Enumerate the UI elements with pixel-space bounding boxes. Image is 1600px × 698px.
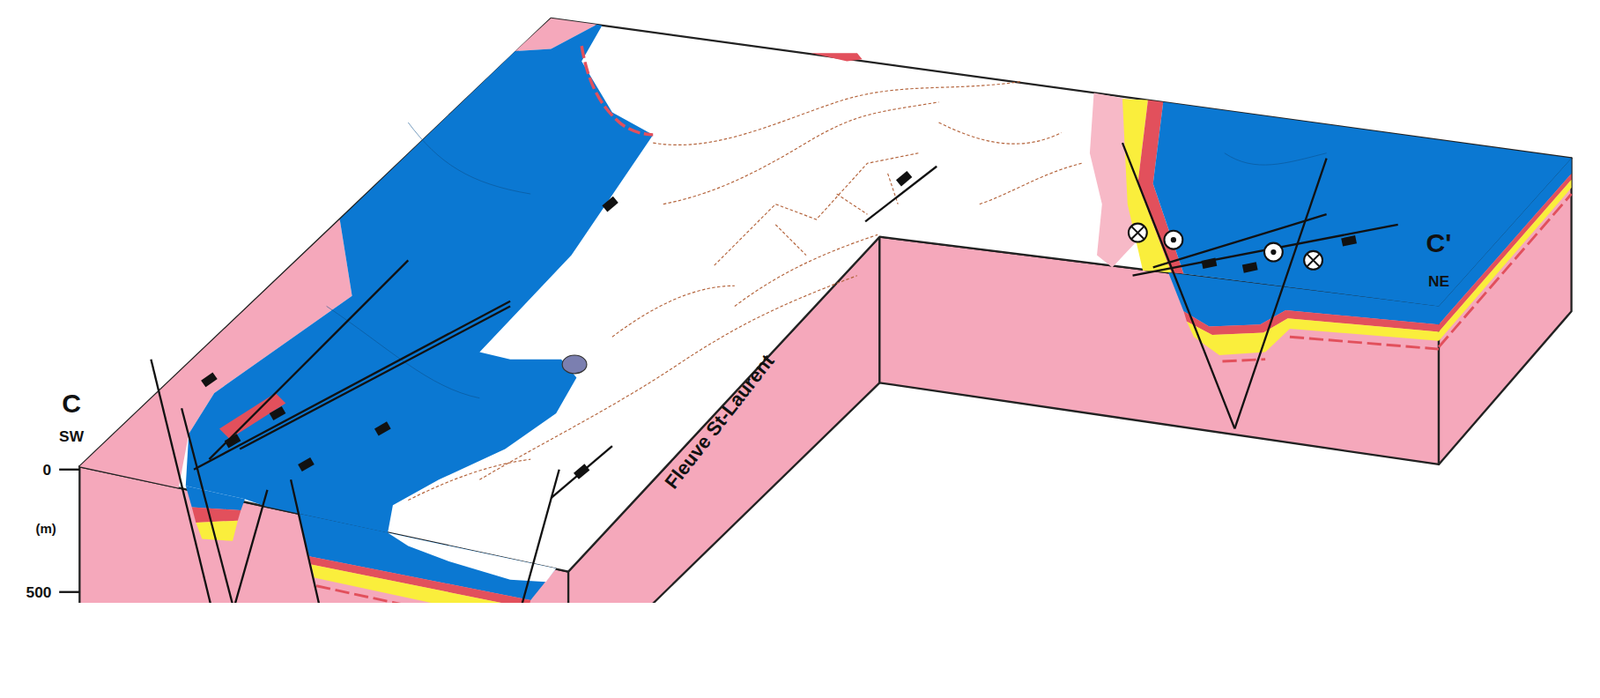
fault-markers [269,406,287,421]
faults [1122,142,1235,429]
faults [1234,158,1326,430]
motion-symbols [1128,223,1323,270]
motion-symbols [1264,243,1283,262]
roads [663,102,940,205]
motion-symbols [1307,253,1320,267]
red-dashed-contact [316,585,516,603]
motion-symbols [1128,223,1148,243]
contour-lines [407,122,531,194]
faults [193,301,511,470]
roads [407,81,1082,501]
depth-unit: (m) [35,521,56,535]
fault-markers [200,170,1357,480]
fault-markers [573,463,590,480]
fault-markers [1340,235,1357,246]
top-surface [79,18,1571,572]
fault-markers [224,433,242,448]
depth-value: 0 [42,461,52,477]
fault-markers [374,421,392,436]
depth-ticks [59,469,80,593]
yellow-layer [1186,318,1439,356]
roads [775,173,898,256]
label-layer: C SW 0 (m) 500 Fleuve St-Laurent C' NE [0,0,1600,603]
motion-symbols [1171,237,1176,242]
faults [1153,214,1327,267]
map-units [79,18,1571,534]
faults [550,445,612,498]
depth-ticks [59,468,80,471]
river-name: Fleuve St-Laurent [661,350,778,492]
stage: C SW 0 (m) 500 Fleuve St-Laurent C' NE [0,0,1600,603]
faults [208,259,408,460]
faults [290,479,337,603]
motion-symbols [1131,226,1144,239]
direction-label: SW [59,428,84,444]
faults [150,359,216,603]
roads [407,459,531,500]
blue-unit [185,24,653,534]
blue-unit [1153,102,1572,307]
fault-markers [1201,258,1218,269]
fault-markers [200,371,218,387]
contour-lines [1224,153,1327,165]
intrusion [562,355,587,374]
faults [232,489,267,603]
depth-value: 500 [26,584,52,600]
yellow-layer [195,520,238,541]
direction-label: NE [1428,273,1450,289]
red-layer [192,507,242,523]
motion-symbols [1163,230,1183,250]
roads [612,285,735,337]
red-dashed-contact [1222,336,1439,362]
motion-symbols [1303,251,1323,270]
faults [150,142,1398,603]
faults [239,305,511,449]
coastline [581,45,653,135]
fault-markers [896,170,912,187]
section-letter: C' [1426,229,1452,257]
roads [479,275,858,481]
red-unit [811,52,863,61]
section-letter: C [61,389,82,416]
faults [865,166,937,223]
block-faces [79,18,1571,603]
roads [939,122,1082,205]
roads [714,153,919,266]
fault-markers [297,457,315,472]
contour-lines [326,122,1327,399]
block-diagram [0,0,1600,603]
depth-ticks [59,591,80,593]
fault-markers [1242,261,1259,273]
faults [499,469,559,603]
fault-markers [601,196,618,213]
faults [181,407,235,603]
roads [652,81,1021,146]
motion-symbols [1271,250,1275,254]
